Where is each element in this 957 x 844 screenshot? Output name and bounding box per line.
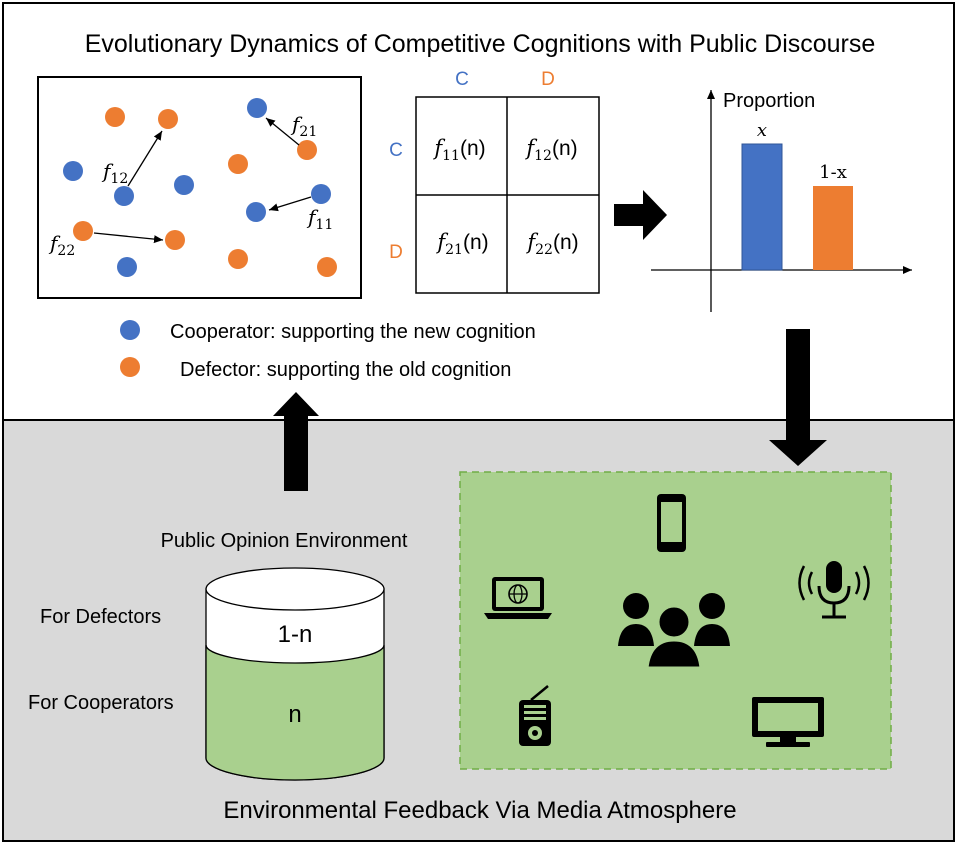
- arrow-f22: [93, 232, 164, 244]
- cooperator-dot: [117, 257, 137, 277]
- matrix-row-header-c: C: [389, 140, 403, 161]
- interaction-network: f12 f21 f11 f22: [37, 76, 362, 299]
- smartphone-icon: [657, 494, 686, 552]
- network-box: [37, 76, 362, 299]
- defector-dot: [73, 221, 93, 241]
- legend-cooperator-dot: [120, 320, 140, 340]
- matrix-col-header-c: C: [455, 69, 469, 90]
- matrix-cell-f11: f11(n): [432, 136, 485, 164]
- matrix-cell-f22: f22(n): [525, 230, 578, 258]
- media-atmosphere: [459, 471, 892, 770]
- label-for-defectors: For Defectors: [40, 606, 161, 628]
- people-group-icon: [618, 593, 730, 670]
- monitor-icon: [752, 697, 824, 747]
- defector-dot: [317, 257, 337, 277]
- bar-label-x: x: [757, 120, 767, 141]
- label-for-cooperators: For Cooperators: [28, 692, 174, 714]
- matrix-cell-f21: f21(n): [435, 230, 488, 258]
- down-arrow: [769, 329, 827, 466]
- public-opinion-environment: Public Opinion Environment For Defectors…: [28, 530, 408, 781]
- laptop-globe-icon: [484, 577, 552, 619]
- defector-dot: [228, 154, 248, 174]
- arrow-f11: [268, 196, 312, 212]
- cooperator-dot: [246, 202, 266, 222]
- footer-caption: Environmental Feedback Via Media Atmosph…: [223, 797, 736, 824]
- payoff-matrix: C D C D f11(n) f12(n) f21(n) f22(n): [389, 69, 600, 294]
- legend-defector-text: Defector: supporting the old cognition: [180, 359, 511, 381]
- radio-icon: [519, 685, 551, 746]
- cylinder-cooperator-fill: [205, 644, 385, 781]
- bar-cooperator: [741, 143, 783, 271]
- environment-title: Public Opinion Environment: [161, 530, 408, 552]
- defector-dot: [228, 249, 248, 269]
- defector-dot: [297, 140, 317, 160]
- defector-dot: [165, 230, 185, 250]
- defector-dot: [105, 107, 125, 127]
- proportion-chart: Proportion x 1-x: [651, 90, 912, 312]
- cylinder-top: [205, 567, 385, 611]
- cooperator-dot: [63, 161, 83, 181]
- diagram-title: Evolutionary Dynamics of Competitive Cog…: [85, 30, 876, 58]
- legend-cooperator-text: Cooperator: supporting the new cognition: [170, 321, 536, 343]
- matrix-row-header-d: D: [389, 242, 403, 263]
- bar-label-1-minus-x: 1-x: [819, 162, 847, 183]
- matrix-col-header-d: D: [541, 69, 555, 90]
- cylinder-top-value: 1-n: [278, 621, 313, 648]
- up-arrow: [273, 392, 319, 491]
- microphone-broadcast-icon: [798, 561, 870, 619]
- chart-y-label: Proportion: [723, 90, 815, 112]
- matrix-cell-f12: f12(n): [524, 136, 577, 164]
- cooperator-dot: [311, 184, 331, 204]
- defector-dot: [158, 109, 178, 129]
- bar-defector: [813, 186, 853, 270]
- legend: Cooperator: supporting the new cognition…: [120, 320, 536, 381]
- cylinder-bottom-value: n: [288, 701, 301, 728]
- legend-defector-dot: [120, 357, 140, 377]
- cooperator-dot: [174, 175, 194, 195]
- arrow-f12: [127, 130, 163, 187]
- cooperator-dot: [247, 98, 267, 118]
- right-arrow: [614, 190, 667, 240]
- cooperator-dot: [114, 186, 134, 206]
- arrow-f21: [265, 117, 300, 146]
